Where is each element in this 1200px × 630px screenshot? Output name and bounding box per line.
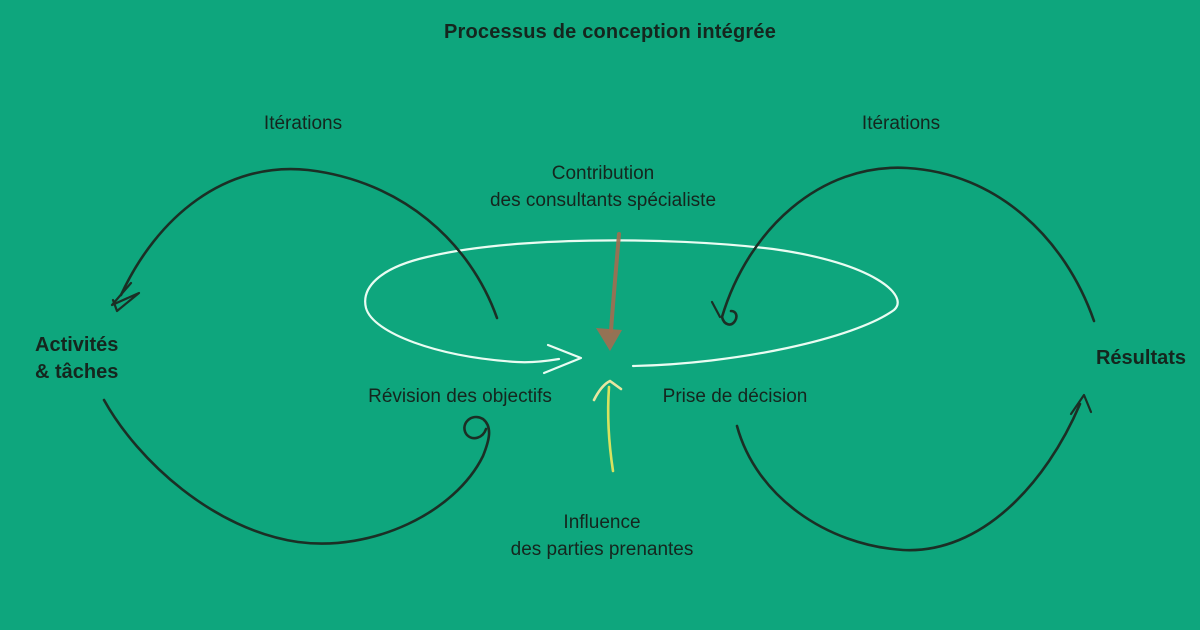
contribution-label-line1: Contribution [551, 163, 655, 184]
prise-decision-label: Prise de décision [662, 386, 808, 407]
revision-objectifs-label: Révision des objectifs [368, 386, 552, 407]
influence-label-line2: des parties prenantes [510, 539, 694, 560]
iteration-arc-top-right [720, 166, 1096, 326]
resultats-label: Résultats [1095, 347, 1187, 369]
feedback-loop-arrowhead-icon [542, 343, 583, 375]
activites-taches-label-line2: & tâches [35, 361, 119, 383]
influence-label-line1: Influence [563, 512, 641, 533]
iteration-arrowhead-top-right-icon [710, 300, 722, 319]
contribution-label: Contribution des consultants spécialiste [490, 160, 716, 214]
iteration-arc-bottom-left [102, 398, 491, 545]
iteration-arc-top-left [119, 167, 499, 320]
contribution-arrowhead-icon [596, 328, 622, 351]
influence-label: Influence des parties prenantes [511, 509, 694, 563]
activites-taches-label-line1: Activités [35, 334, 119, 356]
activites-taches-label: Activités & tâches [35, 332, 118, 386]
influence-arrowhead-icon [592, 379, 623, 402]
iteration-arrowhead-top-left-icon [110, 281, 141, 313]
iterations-right-label: Itérations [861, 113, 941, 134]
feedback-loop-ellipse [364, 239, 899, 368]
contribution-label-line2: des consultants spécialiste [489, 190, 717, 211]
iteration-arrowhead-bottom-right-icon [1069, 393, 1093, 416]
iterations-left-label: Itérations [263, 113, 343, 134]
page-title: Processus de conception intégrée [443, 21, 777, 43]
iteration-arc-bottom-right [735, 402, 1082, 552]
contribution-arrow-shaft [609, 232, 621, 333]
influence-arrow-shaft [606, 385, 615, 473]
